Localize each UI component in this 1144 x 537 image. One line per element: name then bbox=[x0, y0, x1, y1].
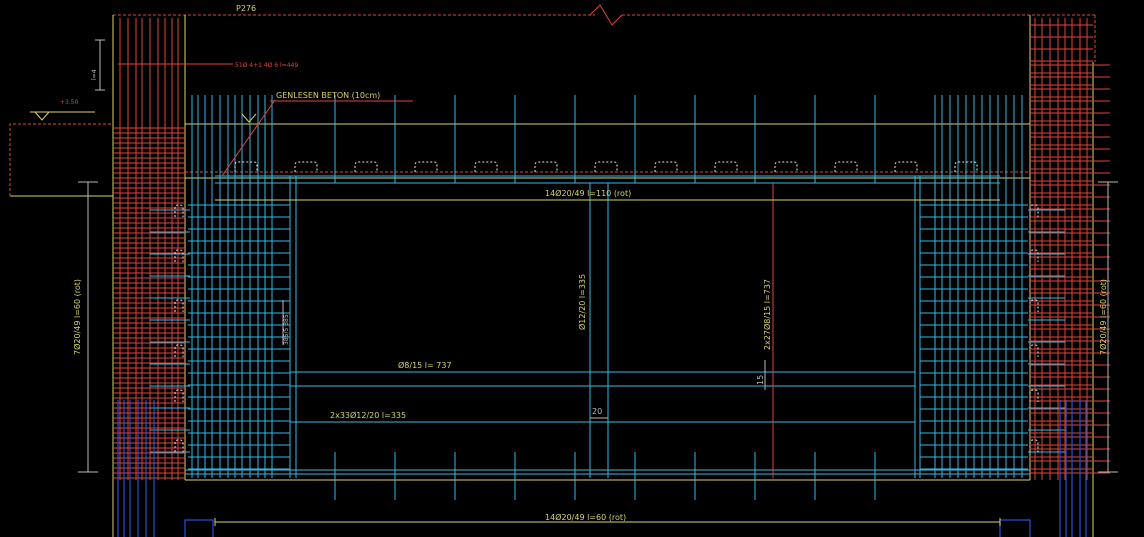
right-vertical-label: 7Ø20/49 l=60 (rot) bbox=[1098, 279, 1108, 355]
hook-mark bbox=[1029, 204, 1039, 217]
level-marker bbox=[30, 63, 413, 177]
hook-mark bbox=[594, 161, 618, 172]
hook-marks bbox=[174, 161, 1039, 452]
dim-20-label: 20 bbox=[592, 407, 602, 416]
hook-mark bbox=[354, 161, 378, 172]
hook-mark bbox=[654, 161, 678, 172]
hook-mark bbox=[534, 161, 558, 172]
hook-mark bbox=[1029, 389, 1039, 402]
dark-blue-hook bbox=[999, 519, 1031, 537]
hook-mark bbox=[174, 344, 184, 357]
top-note-label: 51Ø 4+1 4Ø 6 l=449 bbox=[235, 62, 298, 69]
hook-mark bbox=[234, 161, 258, 172]
hook-mark bbox=[894, 161, 918, 172]
level-label: +3.50 bbox=[60, 99, 79, 106]
hook-mark bbox=[414, 161, 438, 172]
dark-blue-bars bbox=[117, 400, 1087, 537]
left-slab-dashed bbox=[9, 123, 1030, 196]
hook-mark bbox=[714, 161, 738, 172]
hook-mark bbox=[774, 161, 798, 172]
blue-rebar-grid bbox=[150, 95, 1065, 500]
dim-15-label: 15 bbox=[756, 375, 765, 385]
hook-mark bbox=[174, 439, 184, 452]
hook-mark bbox=[954, 161, 978, 172]
dimension-lines bbox=[78, 39, 1118, 473]
left-dim-label: l=4 bbox=[91, 69, 98, 80]
right-inner-vertical-label: 2x27Ø8/15 l=737 bbox=[762, 279, 772, 350]
hook-mark bbox=[294, 161, 318, 172]
hook-mark bbox=[174, 249, 184, 262]
horizontal-low-label: 2x33Ø12/20 l=335 bbox=[330, 410, 406, 420]
inner-beam bbox=[214, 175, 1001, 526]
horizontal-mid-label: Ø8/15 l= 737 bbox=[398, 360, 452, 370]
dark-blue-hook bbox=[184, 519, 214, 537]
hook-mark bbox=[174, 389, 184, 402]
hook-mark bbox=[834, 161, 858, 172]
left-vertical-label: 7Ø20/49 l=60 (rot) bbox=[72, 279, 82, 355]
break-mark bbox=[589, 4, 623, 26]
genlesen-beton-label: GENLESEN BETON (10cm) bbox=[276, 91, 380, 100]
top-frame bbox=[113, 14, 1096, 62]
hook-mark bbox=[1029, 344, 1039, 357]
hook-mark bbox=[474, 161, 498, 172]
hook-mark bbox=[174, 204, 184, 217]
hook-mark bbox=[1029, 439, 1039, 452]
middle-vertical-label: Ø12/20 l=335 bbox=[577, 274, 587, 330]
red-rebar-grid bbox=[113, 18, 1110, 480]
top-reference-label: P276 bbox=[236, 4, 256, 13]
bottom-bar-label: 14Ø20/49 l=60 (rot) bbox=[545, 512, 626, 522]
hook-mark bbox=[174, 299, 184, 312]
hook-mark bbox=[1029, 249, 1039, 262]
top-bar-label: 14Ø20/49 l=110 (rot) bbox=[545, 188, 631, 198]
hook-mark bbox=[1029, 299, 1039, 312]
small-vertical-label: 385/5 385 bbox=[283, 314, 290, 345]
